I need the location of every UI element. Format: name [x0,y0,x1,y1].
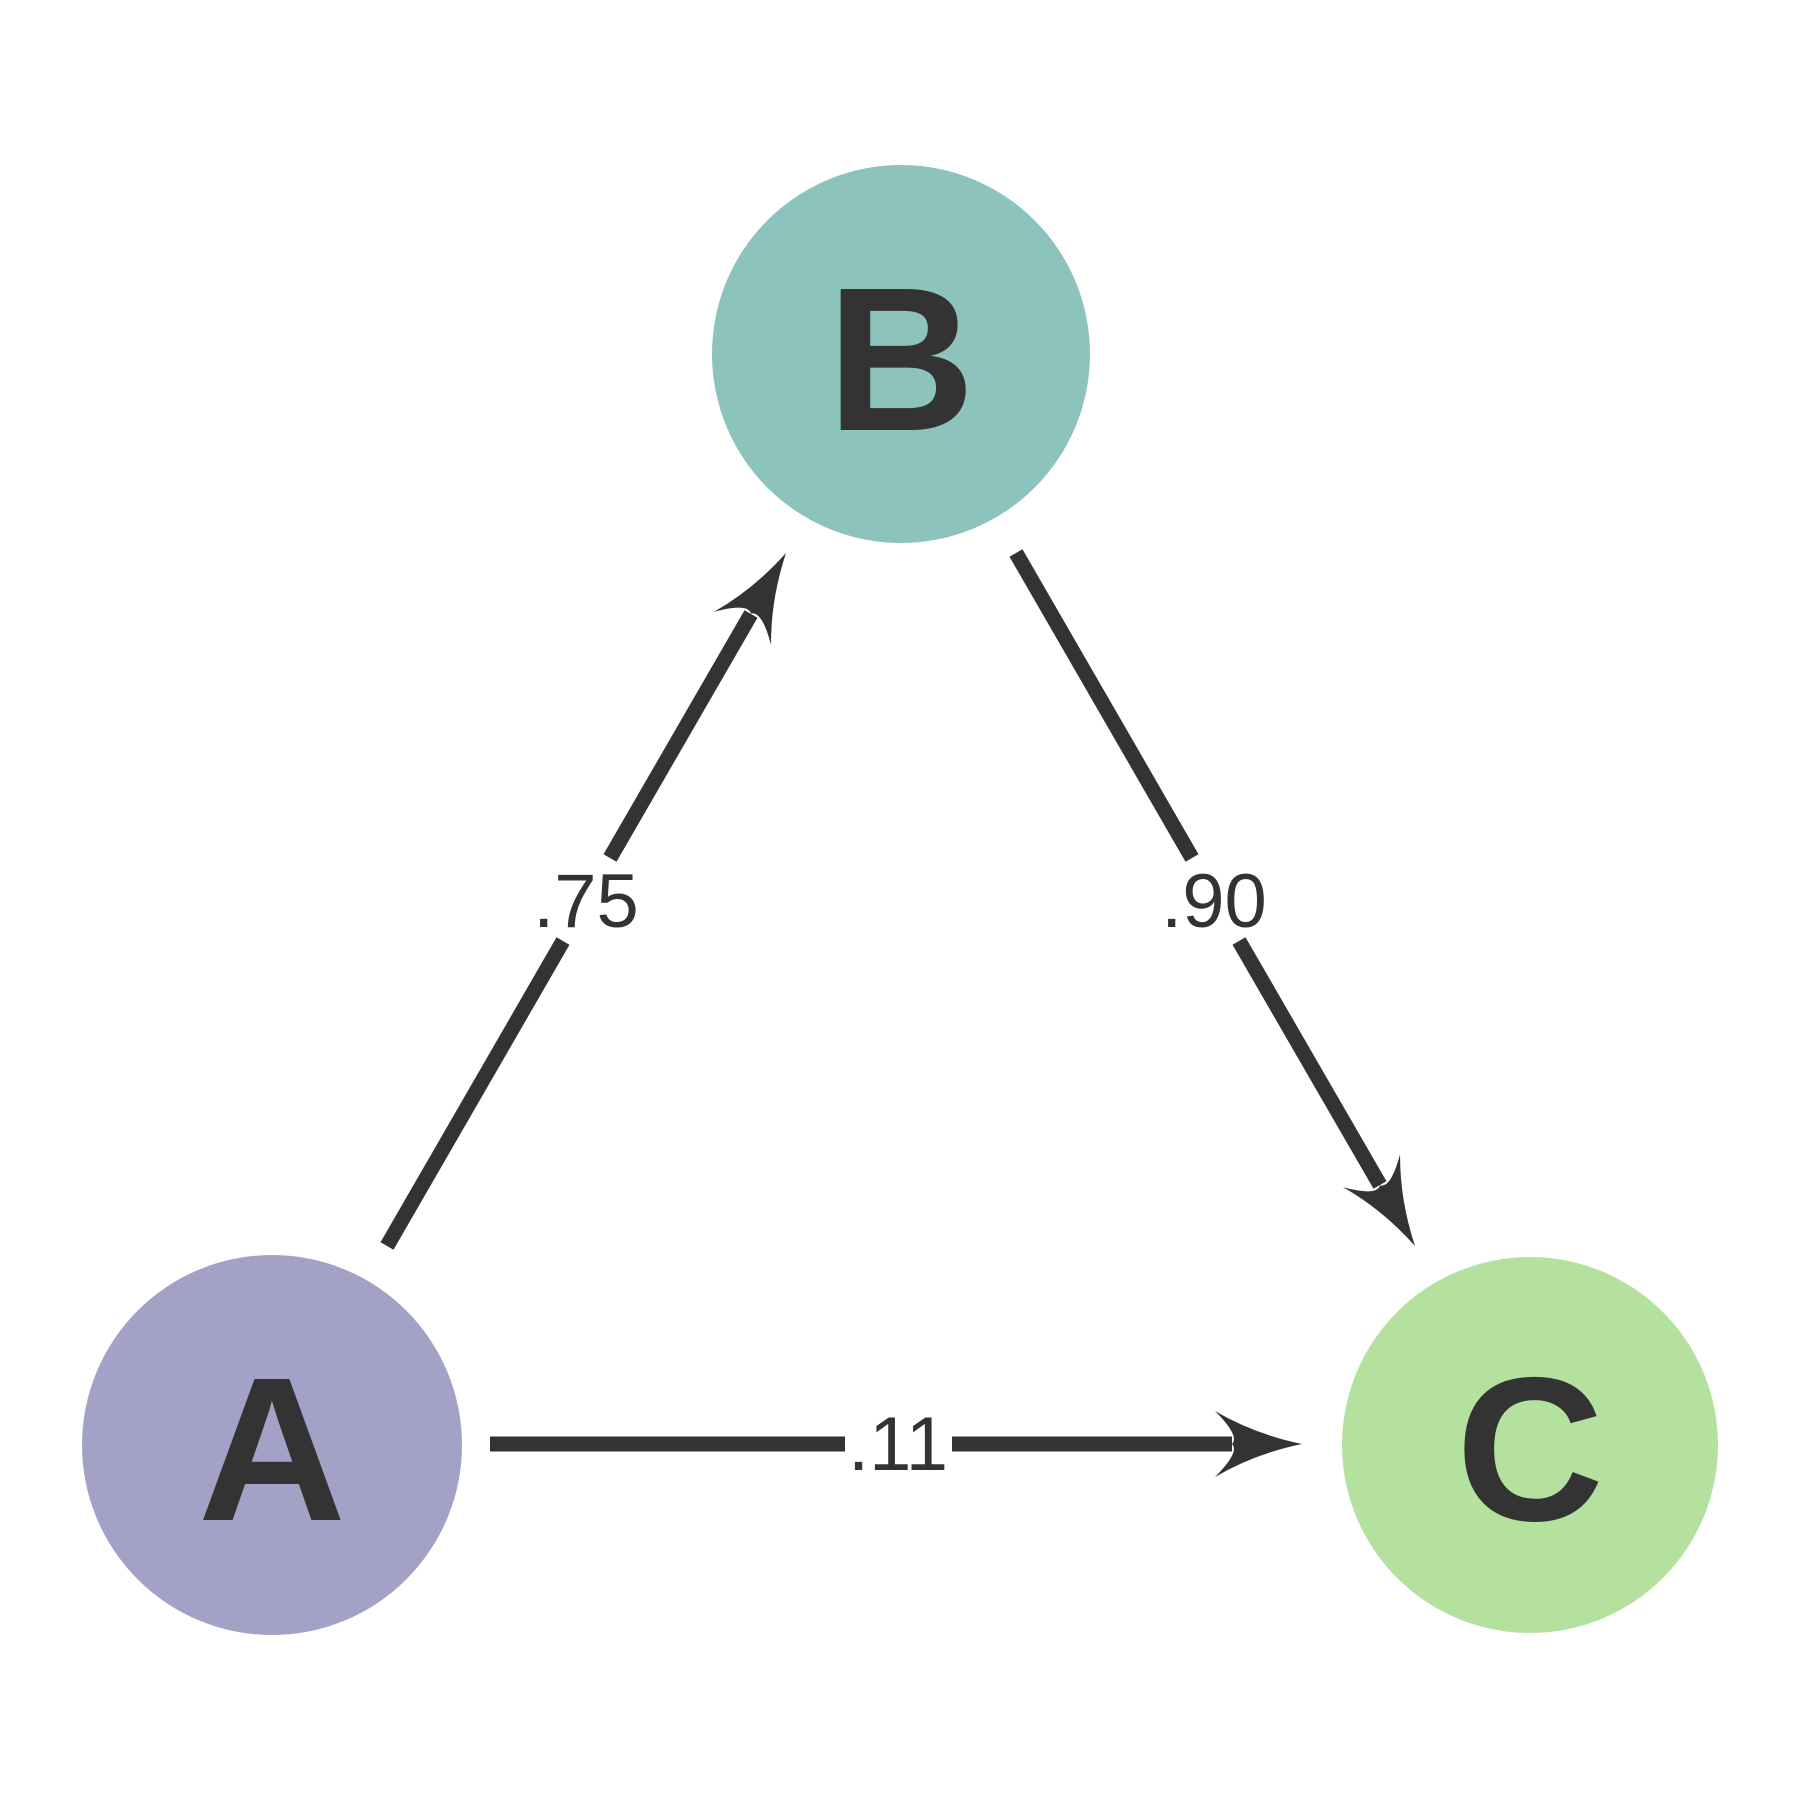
node-b-label: B [827,245,975,474]
edge-b-c-segment-lower [1232,937,1387,1189]
nodes: A B C [82,165,1718,1635]
node-b: B [712,165,1090,543]
arrowhead-b-c-icon [1342,1154,1444,1263]
edge-a-b-segment-upper [603,610,758,862]
node-a-circle [82,1255,462,1635]
edge-lines [380,549,1387,1452]
edge-arrowheads [713,536,1444,1477]
node-c-circle [1342,1257,1718,1633]
edge-b-c-weight: .90 [1161,859,1267,944]
edge-a-c-weight: .11 [848,1402,948,1487]
node-c: C [1342,1257,1718,1633]
edge-a-b [380,610,758,1250]
edge-a-b-segment-lower [380,937,570,1250]
node-a: A [82,1255,462,1635]
node-c-label: C [1456,1335,1604,1564]
arrowhead-a-b-icon [713,536,815,645]
edge-b-c-segment-upper [1009,549,1199,862]
node-b-circle [712,165,1090,543]
edge-a-b-weight: .75 [533,859,639,944]
edge-labels: .75 .90 .11 [533,859,1267,1487]
node-a-label: A [198,1335,346,1564]
edge-b-c [1009,549,1387,1189]
